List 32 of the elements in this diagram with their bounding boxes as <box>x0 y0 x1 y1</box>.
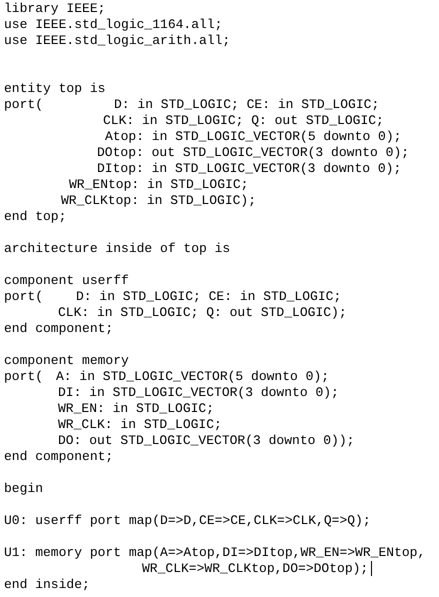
code-line: WR_CLK: in STD_LOGIC; <box>58 417 222 433</box>
code-line: architecture inside of top is <box>4 241 230 257</box>
code-line: DOtop: out STD_LOGIC_VECTOR(3 downto 0); <box>97 145 410 161</box>
code-line: use IEEE.std_logic_1164.all; <box>4 17 222 33</box>
code-line: begin <box>4 481 44 497</box>
code-line: end inside; <box>4 577 90 593</box>
code-line: U0: userff port map(D=>D,CE=>CE,CLK=>CLK,Q=>Q); <box>4 513 371 529</box>
code-line: WR_CLKtop: in STD_LOGIC); <box>61 193 256 209</box>
code-line: use IEEE.std_logic_arith.all; <box>4 33 230 49</box>
code-line: CLK: in STD_LOGIC; Q: out STD_LOGIC; <box>103 113 384 129</box>
code-line: D: in STD_LOGIC; CE: in STD_LOGIC; <box>114 97 380 113</box>
code-line: WR_CLK=>WR_CLKtop,DO=>DOtop); <box>142 561 368 577</box>
code-line: U1: memory port map(A=>Atop,DI=>DItop,WR_EN=>WR_ENtop, <box>4 545 426 561</box>
code-line: end top; <box>4 209 66 225</box>
code-line: D: in STD_LOGIC; CE: in STD_LOGIC; <box>76 289 342 305</box>
code-line: DItop: in STD_LOGIC_VECTOR(3 downto 0); <box>97 161 402 177</box>
code-line: port( <box>4 289 44 305</box>
code-line: entity top is <box>4 81 106 97</box>
code-line: Atop: in STD_LOGIC_VECTOR(5 downto 0); <box>105 129 402 145</box>
code-line: end component; <box>4 449 114 465</box>
code-line: DI: in STD_LOGIC_VECTOR(3 downto 0); <box>58 385 339 401</box>
code-line: port( <box>4 369 44 385</box>
code-line: library IEEE; <box>4 1 106 17</box>
code-line: component memory <box>4 353 129 369</box>
code-line: A: in STD_LOGIC_VECTOR(5 downto 0); <box>56 369 330 385</box>
code-line: end component; <box>4 321 114 337</box>
code-line: CLK: in STD_LOGIC; Q: out STD_LOGIC); <box>58 305 347 321</box>
code-line: WR_ENtop: in STD_LOGIC; <box>69 177 248 193</box>
code-line: component userff <box>4 273 129 289</box>
code-line: DO: out STD_LOGIC_VECTOR(3 downto 0)); <box>58 433 354 449</box>
code-line: port( <box>4 97 44 113</box>
code-line: WR_EN: in STD_LOGIC; <box>58 401 214 417</box>
